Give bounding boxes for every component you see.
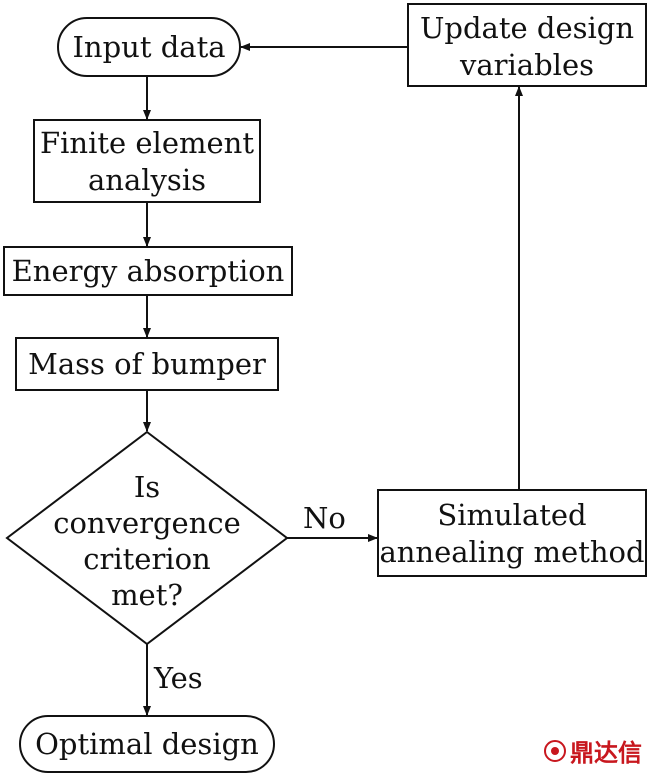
mass-of-bumper-label: Mass of bumper — [28, 347, 266, 381]
update-design-variables-node: Update design variables — [407, 3, 647, 87]
decision-label-line1: Is — [134, 470, 160, 504]
optimal-design-node: Optimal design — [19, 715, 275, 773]
annealing-label-line1: Simulated — [437, 498, 586, 532]
optimal-design-label: Optimal design — [35, 727, 259, 761]
decision-label-line3: criterion — [83, 542, 210, 576]
input-data-node: Input data — [57, 17, 241, 77]
yes-edge-label: Yes — [153, 661, 203, 695]
convergence-decision-node: Is convergence criterion met? — [5, 430, 289, 646]
fea-label-line2: analysis — [88, 163, 206, 197]
decision-label-line2: convergence — [53, 506, 241, 540]
annealing-label-line2: annealing method — [379, 535, 644, 569]
mass-of-bumper-node: Mass of bumper — [15, 337, 279, 391]
energy-absorption-label: Energy absorption — [12, 254, 285, 288]
no-edge-label: No — [303, 501, 346, 535]
watermark: 鼎达信 — [544, 733, 642, 768]
decision-label-line4: met? — [111, 578, 183, 612]
fea-node: Finite element analysis — [33, 119, 261, 203]
update-label-line2: variables — [459, 48, 594, 82]
watermark-text: 鼎达信 — [570, 739, 642, 767]
update-label-line1: Update design — [420, 11, 634, 45]
simulated-annealing-node: Simulated annealing method — [377, 489, 647, 577]
watermark-logo-icon — [544, 739, 566, 762]
fea-label-line1: Finite element — [40, 126, 254, 160]
input-data-label: Input data — [72, 30, 225, 64]
energy-absorption-node: Energy absorption — [3, 246, 293, 296]
